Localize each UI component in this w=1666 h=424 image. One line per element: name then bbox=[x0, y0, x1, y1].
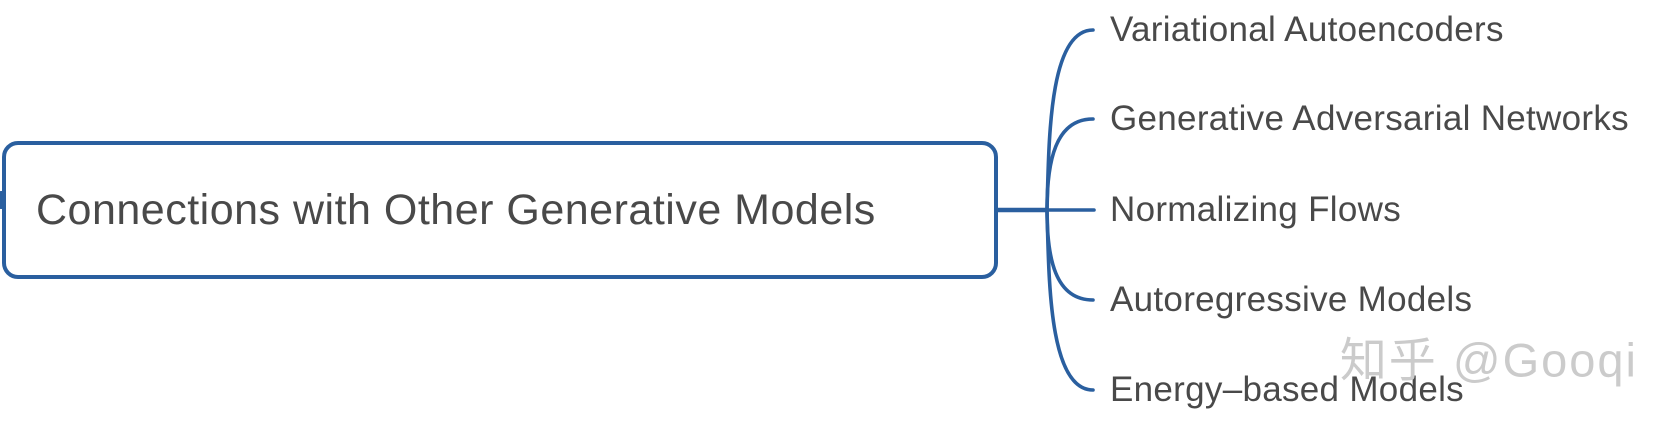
root-node-label: Connections with Other Generative Models bbox=[36, 185, 876, 234]
root-node: Connections with Other Generative Models bbox=[2, 141, 998, 279]
branch-connector-energy-based-models bbox=[1045, 208, 1095, 392]
branch-node-generative-adversarial-networks: Generative Adversarial Networks bbox=[1110, 99, 1629, 138]
branch-node-energy-based-models: Energy–based Models bbox=[1110, 370, 1464, 409]
branch-connector-autoregressive-models bbox=[1045, 208, 1095, 302]
branch-node-autoregressive-models: Autoregressive Models bbox=[1110, 280, 1473, 319]
branch-node-variational-autoencoders: Variational Autoencoders bbox=[1110, 10, 1504, 49]
branch-connector-generative-adversarial-networks bbox=[1045, 117, 1095, 212]
watermark: 知乎 @Gooqi bbox=[1339, 333, 1638, 387]
branch-node-normalizing-flows: Normalizing Flows bbox=[1110, 190, 1401, 229]
